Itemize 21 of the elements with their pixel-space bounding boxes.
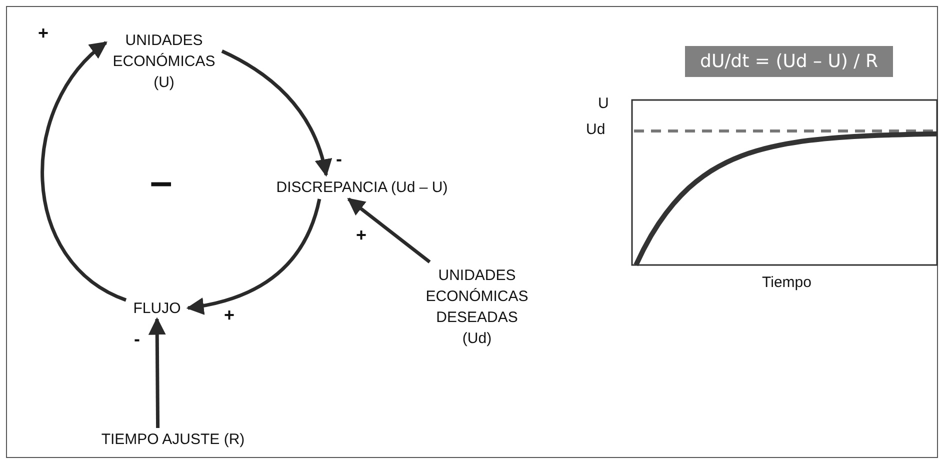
loop-polarity-sign: – — [150, 162, 172, 202]
variable-label: UNIDADES ECONÓMICAS DESEADAS (Ud) — [424, 266, 530, 349]
equation-text: dU/dt = (Ud – U) / R — [700, 51, 878, 72]
polarity-sign: + — [224, 306, 235, 324]
polarity-sign: - — [336, 150, 342, 168]
polarity-sign: + — [38, 24, 49, 42]
axis-label: Tiempo — [762, 275, 812, 290]
variable-label: DISCREPANCIA (Ud – U) — [276, 178, 448, 198]
variable-label: TIEMPO AJUSTE (R) — [101, 430, 245, 450]
arrow — [40, 41, 127, 302]
axis-label: U — [598, 96, 609, 111]
polarity-sign: - — [134, 330, 140, 348]
variable-label: UNIDADES ECONÓMICAS (U) — [112, 30, 216, 92]
variable-label: FLUJO — [133, 298, 181, 318]
arrow — [186, 198, 322, 314]
arrow — [221, 50, 332, 177]
arrow — [347, 198, 431, 264]
axis-label: Ud — [586, 122, 606, 137]
equation-box — [685, 46, 893, 77]
arrow — [148, 317, 166, 428]
polarity-sign: + — [356, 226, 367, 244]
